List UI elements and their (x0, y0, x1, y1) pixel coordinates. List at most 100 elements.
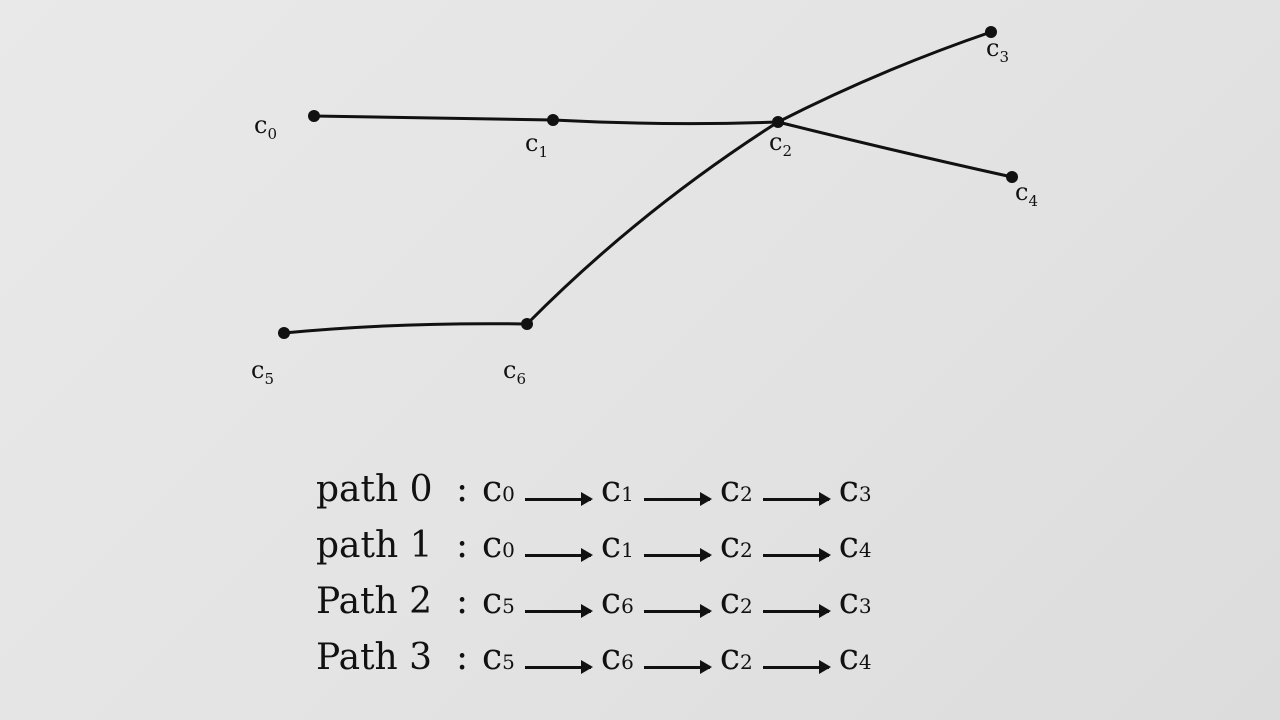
step-subscript: 5 (502, 650, 515, 674)
arrow-icon (524, 548, 593, 562)
edge-c1-c2 (551, 118, 780, 126)
node-subscript: 5 (264, 370, 274, 388)
node-subscript: 2 (782, 142, 792, 160)
node-label-c3: c3 (986, 34, 1009, 66)
step-letter: c (838, 581, 859, 622)
path-label: Path 3 (316, 637, 433, 678)
node-label-c5: c5 (251, 356, 274, 388)
arrow-icon (524, 492, 593, 506)
node-c4 (1006, 171, 1018, 183)
node-subscript: 3 (999, 48, 1009, 66)
step-letter: c (719, 525, 740, 566)
arrow-icon (762, 492, 831, 506)
path-label: Path 2 (316, 581, 433, 622)
path-colon: : (456, 581, 469, 622)
path-label: path 0 (316, 469, 433, 510)
node-subscript: 0 (267, 125, 277, 143)
step-letter: c (600, 525, 622, 566)
node-subscript: 4 (1028, 192, 1038, 210)
step-subscript: 2 (739, 482, 753, 506)
step-subscript: 4 (858, 650, 872, 674)
arrow-icon (762, 548, 831, 562)
node-c6 (521, 318, 533, 330)
edge-c5-c6 (282, 322, 529, 335)
step-subscript: 6 (621, 594, 634, 618)
step-subscript: 3 (858, 594, 872, 618)
node-letter: c (986, 34, 999, 62)
step-letter: c (600, 637, 622, 678)
node-letter: c (769, 128, 782, 156)
step-letter: c (838, 637, 859, 678)
step-letter: c (838, 525, 859, 566)
node-letter: c (503, 356, 516, 384)
step-subscript: 2 (739, 594, 753, 618)
arrow-icon (643, 660, 712, 674)
node-letter: c (525, 129, 538, 157)
node-label-c6: c6 (503, 356, 526, 388)
node-subscript: 1 (538, 143, 548, 161)
node-c3 (985, 26, 997, 38)
step-subscript: 4 (858, 538, 872, 562)
edge-c2-c3 (776, 30, 993, 124)
edge-c2-c4 (776, 120, 1014, 179)
node-c5 (278, 327, 290, 339)
arrow-icon (643, 492, 712, 506)
edge-c6-c2 (525, 120, 780, 326)
step-letter: c (482, 581, 503, 622)
step-letter: c (482, 525, 503, 566)
step-letter: c (838, 469, 859, 510)
node-label-c0: c0 (254, 111, 277, 143)
node-letter: c (251, 356, 264, 384)
node-label-c4: c4 (1015, 178, 1038, 210)
arrow-icon (762, 660, 831, 674)
path-colon: : (456, 637, 469, 678)
node-c2 (772, 116, 784, 128)
step-letter: c (719, 581, 740, 622)
node-label-c2: c2 (769, 128, 792, 160)
step-letter: c (482, 469, 503, 510)
step-letter: c (600, 469, 622, 510)
node-c1 (547, 114, 559, 126)
step-subscript: 5 (502, 594, 515, 618)
step-subscript: 0 (502, 538, 515, 562)
arrow-icon (643, 604, 712, 618)
step-subscript: 6 (621, 650, 634, 674)
node-c0 (308, 110, 320, 122)
step-subscript: 1 (621, 482, 634, 506)
arrow-icon (762, 604, 831, 618)
path-colon: : (456, 469, 469, 510)
step-letter: c (482, 637, 503, 678)
path-colon: : (456, 525, 469, 566)
arrow-icon (643, 548, 712, 562)
step-letter: c (600, 581, 622, 622)
step-subscript: 3 (858, 482, 872, 506)
node-letter: c (254, 111, 267, 139)
node-subscript: 6 (516, 370, 526, 388)
path-label: path 1 (316, 525, 433, 566)
arrow-icon (524, 660, 593, 674)
node-label-c1: c1 (525, 129, 548, 161)
